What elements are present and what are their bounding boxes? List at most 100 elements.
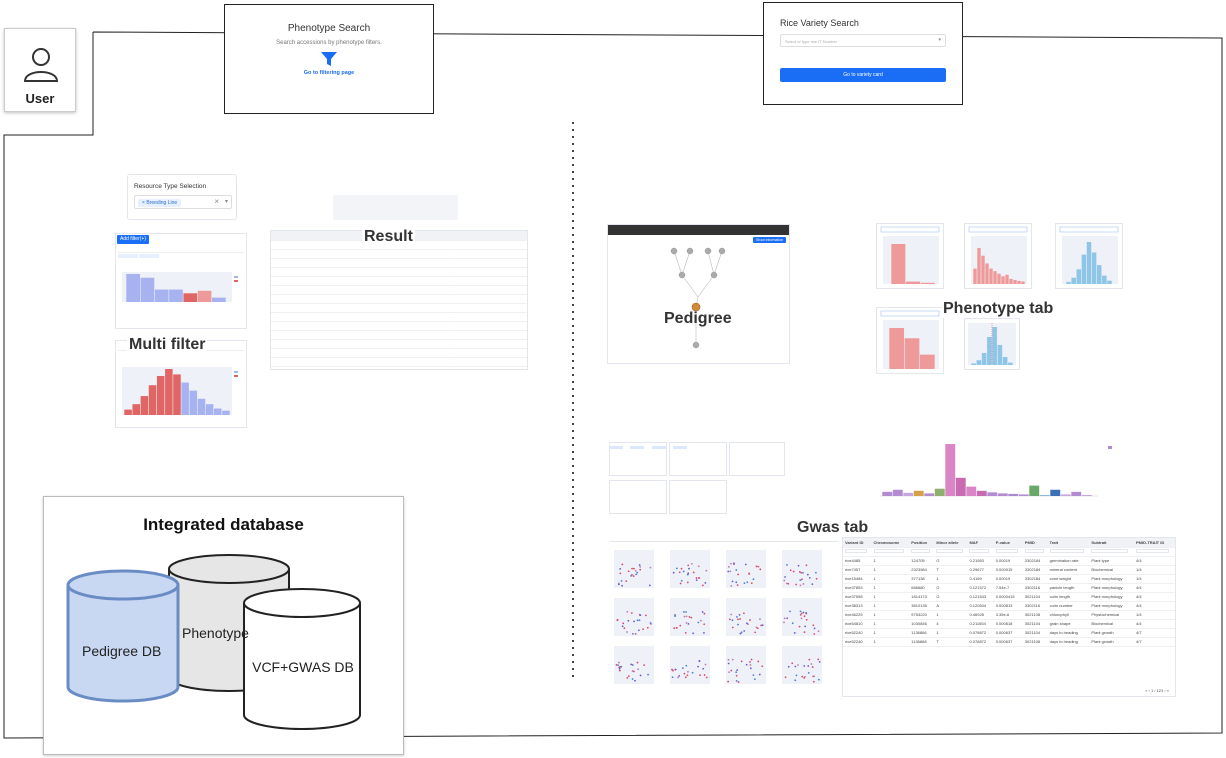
chart-bar (1107, 280, 1112, 284)
table-cell: G (934, 556, 968, 566)
chart-bar (903, 492, 914, 496)
table-cell: 3302116 (1022, 601, 1048, 611)
table-cell: Plant growth (1089, 637, 1135, 647)
column-header[interactable]: Minor allele (934, 538, 968, 548)
resource-type-select[interactable]: × Breeding Line × ▾ (134, 195, 232, 209)
gwas-filter-box-3[interactable] (729, 442, 785, 476)
table-cell: rice54810 (843, 619, 872, 629)
column-header[interactable]: Variant ID (843, 538, 872, 548)
add-filter-button[interactable]: Add filter(+) (117, 235, 149, 244)
user-icon (23, 48, 59, 82)
rice-variety-search-title: Rice Variety Search (780, 18, 859, 28)
table-cell: 0.29677 (967, 565, 994, 575)
table-cell: 0.121543 (967, 592, 994, 602)
table-cell: Plant type (1089, 556, 1135, 566)
integrated-database-box: Integrated database Pedigree DB Phenotyp… (43, 496, 404, 755)
gwas-pagination[interactable]: « ‹ 1 / 123 › » (1145, 688, 1169, 693)
table-cell: 1030846 (909, 619, 935, 629)
table-cell: Physiochemical (1089, 610, 1135, 620)
column-header[interactable]: Position (909, 538, 935, 548)
table-cell: 1814173 (909, 592, 935, 602)
table-cell: rice38313 (843, 601, 872, 611)
table-row: ·· (271, 249, 527, 259)
table-cell: grain shape (1047, 619, 1090, 629)
column-header[interactable]: PMID-TRAIT ID (1134, 538, 1175, 548)
rice-variety-select[interactable]: Select or type rice IT Number ▾ (780, 34, 946, 47)
table-row: ·· (271, 321, 527, 331)
table-cell: 1 (871, 556, 910, 566)
chart-bar (891, 244, 906, 284)
table-cell: T (934, 565, 968, 575)
gwas-distribution-chart (880, 444, 1112, 497)
resource-chip[interactable]: × Breeding Line (138, 199, 182, 207)
chart-bar (987, 337, 992, 365)
table-cell: 0.0000415 (993, 592, 1023, 602)
phenotype-chart-3 (1055, 223, 1123, 289)
chart-bar (1017, 280, 1021, 284)
chart-bar (1021, 281, 1025, 284)
chevron-down-icon[interactable]: ▾ (224, 199, 228, 205)
gwas-filter-box-5[interactable] (669, 480, 727, 514)
pedigree-panel: Show information (607, 224, 790, 364)
table-cell: 0.000618 (993, 619, 1023, 629)
chart-bar (905, 281, 921, 284)
table-cell: 124705 (909, 556, 935, 566)
chart-bar (156, 376, 165, 415)
user-label: User (25, 91, 55, 106)
show-information-button[interactable]: Show information (752, 237, 786, 243)
chart-bar (1081, 254, 1087, 284)
vcf-gwas-db-cylinder (243, 588, 361, 730)
table-cell: 1/4 (1134, 610, 1175, 620)
column-header[interactable]: PMID (1022, 538, 1048, 548)
table-cell: 1 (871, 628, 910, 638)
column-header[interactable]: MAF (967, 538, 994, 548)
scatter-panel (614, 646, 654, 684)
gwas-filter-box-1[interactable] (609, 442, 667, 476)
table-row: ·· (271, 357, 527, 367)
chart-bar (140, 277, 155, 302)
gwas-filter-box-2[interactable] (669, 442, 727, 476)
table-cell: 3.35e-6 (993, 610, 1023, 620)
gwas-tab-label: Gwas tab (797, 519, 869, 536)
gwas-filter-box-4[interactable] (609, 480, 667, 514)
chart-bar (1066, 281, 1071, 284)
table-cell: 3021104 (1022, 619, 1048, 629)
chart-bar (977, 248, 981, 284)
table-cell: 1/4 (1134, 574, 1175, 584)
column-header[interactable]: Trait (1047, 538, 1090, 548)
chart-bar (1018, 494, 1029, 496)
table-row: ·· (271, 366, 527, 369)
go-to-variety-card-button[interactable]: Go to variety card (780, 68, 946, 82)
pedigree-db-cylinder (66, 569, 180, 703)
chart-bar (169, 289, 183, 302)
pedigree-toolbar (608, 225, 789, 235)
table-cell: Biochemical (1089, 565, 1135, 575)
chart-bar (1039, 494, 1050, 496)
chart-bar (985, 263, 989, 284)
column-header[interactable]: Subtrait (1089, 538, 1135, 548)
go-to-filtering-link[interactable]: Go to filtering page (303, 70, 355, 76)
column-header[interactable]: Chromosome (871, 538, 910, 548)
resource-chip-label: Breeding Line (146, 200, 178, 206)
chart-bar (126, 274, 140, 302)
table-cell: 2323984 (909, 565, 935, 575)
column-header[interactable]: P-value (993, 538, 1023, 548)
table-cell: 1 (871, 583, 910, 593)
clear-icon[interactable]: × (214, 197, 219, 206)
table-cell: 3021108 (1022, 610, 1048, 620)
table-row: ·· (271, 276, 527, 286)
table-row: ·· (271, 258, 527, 268)
chart-bar (1071, 277, 1076, 284)
table-row: ·· (271, 312, 527, 322)
chart-bar (148, 385, 157, 415)
